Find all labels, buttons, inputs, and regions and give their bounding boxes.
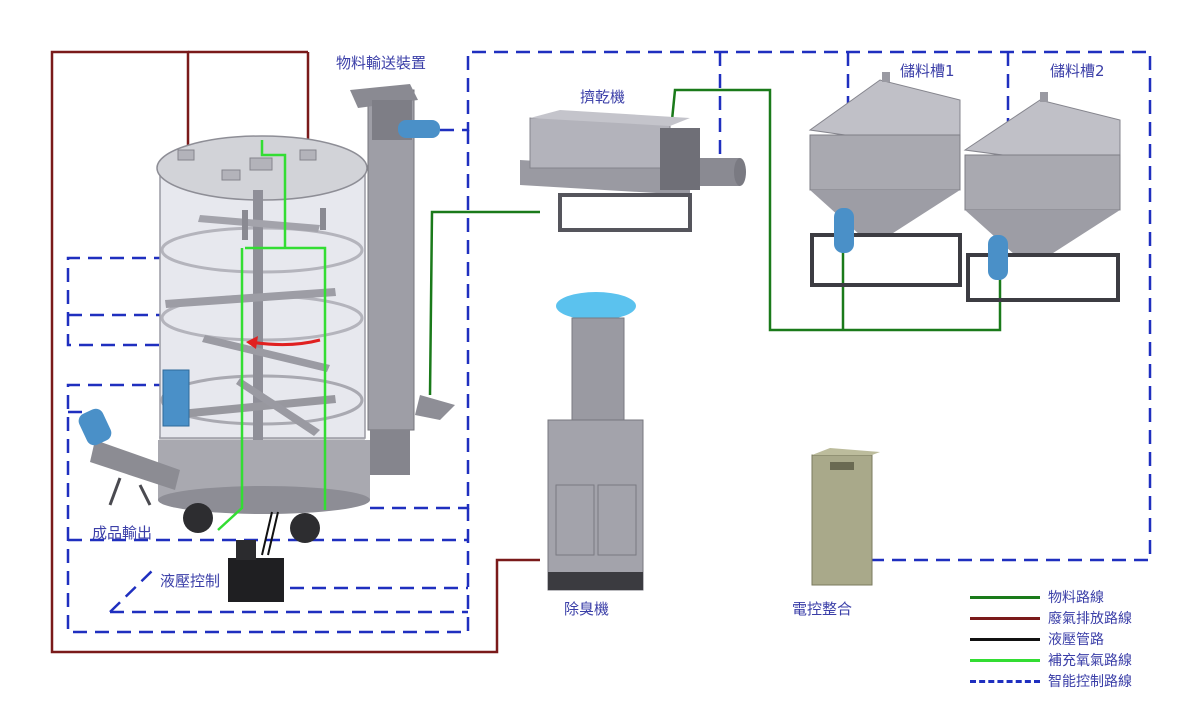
control-cabinet (811, 448, 880, 586)
label-tank2: 儲料槽2 (1050, 62, 1105, 80)
legend-label-hydraulic: 液壓管路 (1048, 632, 1104, 648)
label-deodorizer: 除臭機 (564, 600, 610, 618)
label-output: 成品輸出 (92, 524, 153, 542)
oxygen-route (217, 140, 327, 531)
bucket-elevator (350, 84, 455, 475)
label-conveyor: 物料輸送裝置 (336, 54, 427, 72)
legend-item-hydraulic: 液壓管路 (970, 630, 1104, 648)
output-screw-conveyor (78, 408, 180, 506)
legend-label-control: 智能控制路線 (1048, 674, 1132, 690)
legend-item-control: 智能控制路線 (970, 672, 1132, 690)
legend-line-material (970, 595, 1040, 599)
legend-line-oxygen (970, 658, 1040, 662)
legend-line-exhaust (970, 616, 1040, 620)
legend-label-material: 物料路線 (1048, 590, 1104, 606)
legend-item-oxygen: 補充氧氣路線 (970, 651, 1132, 669)
legend-label-oxygen: 補充氧氣路線 (1048, 653, 1132, 669)
storage-tank-1 (808, 72, 962, 287)
label-tank1: 儲料槽1 (900, 62, 955, 80)
label-dryer: 擠乾機 (580, 88, 626, 106)
exhaust-route (50, 50, 540, 654)
deodorizer (547, 292, 644, 591)
dewatering-press (520, 110, 746, 232)
legend-label-exhaust: 廢氣排放路線 (1048, 611, 1132, 627)
label-control: 電控整合 (792, 600, 853, 618)
material-route (428, 88, 1002, 396)
reactor-tank (156, 135, 370, 543)
legend-item-material: 物料路線 (970, 588, 1104, 606)
storage-tank-2 (963, 92, 1121, 302)
legend-line-control (970, 679, 1040, 683)
hydraulic-unit (228, 511, 284, 602)
legend-line-hydraulic (970, 637, 1040, 641)
legend-item-exhaust: 廢氣排放路線 (970, 609, 1132, 627)
label-hydraulic: 液壓控制 (160, 572, 221, 590)
